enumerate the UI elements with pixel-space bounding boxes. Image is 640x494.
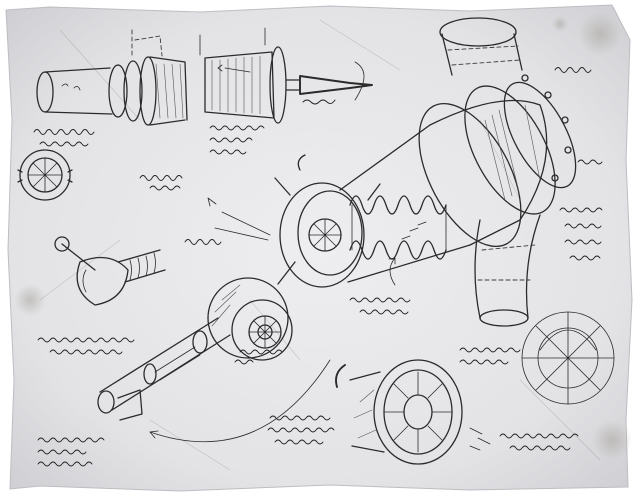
note-scribble bbox=[184, 239, 222, 245]
annotation-arrows bbox=[149, 197, 491, 451]
note-scribble bbox=[459, 347, 521, 353]
coffee-stain bbox=[14, 284, 46, 316]
coffee-stain bbox=[592, 420, 632, 460]
note-scribble bbox=[37, 461, 93, 467]
note-scribble bbox=[37, 437, 105, 443]
note-scribble bbox=[39, 141, 89, 147]
note-scribble bbox=[269, 415, 331, 421]
gear-wheel bbox=[17, 149, 73, 201]
note-scribble bbox=[499, 433, 579, 439]
note-scribble bbox=[149, 185, 181, 191]
note-scribble bbox=[49, 349, 123, 355]
note-scribble bbox=[274, 439, 324, 445]
compass-circle bbox=[521, 311, 615, 405]
note-scribble bbox=[359, 309, 409, 315]
note-scribble bbox=[459, 359, 509, 365]
note-scribble bbox=[209, 137, 253, 143]
paper-sheet bbox=[5, 4, 633, 492]
note-scribble bbox=[554, 67, 592, 73]
spear-tip-assembly bbox=[199, 27, 373, 124]
ink-blot bbox=[552, 16, 568, 32]
note-scribble bbox=[509, 445, 571, 451]
turbine-lamp bbox=[207, 277, 293, 361]
note-scribble bbox=[564, 223, 602, 229]
note-scribble bbox=[234, 359, 254, 365]
note-scribble bbox=[267, 427, 335, 433]
note-scribble bbox=[564, 239, 602, 245]
note-scribble bbox=[33, 129, 95, 135]
note-scribble bbox=[37, 337, 135, 343]
long-shaft bbox=[97, 317, 231, 421]
handwritten-notes bbox=[33, 67, 603, 467]
coffee-stain bbox=[578, 12, 622, 56]
note-scribble bbox=[209, 125, 265, 131]
barrel-tube bbox=[439, 17, 541, 327]
note-scribble bbox=[569, 255, 601, 261]
note-scribble bbox=[349, 297, 411, 303]
note-scribble bbox=[559, 207, 603, 213]
note-scribble bbox=[239, 349, 283, 355]
note-scribble bbox=[37, 449, 87, 455]
slotted-drum bbox=[335, 359, 463, 465]
main-blaster-body bbox=[214, 74, 577, 288]
note-scribble bbox=[209, 149, 247, 155]
crank-handle bbox=[54, 236, 166, 306]
cylinder-chamber bbox=[36, 29, 188, 126]
note-scribble bbox=[577, 159, 603, 165]
note-scribble bbox=[139, 175, 183, 181]
